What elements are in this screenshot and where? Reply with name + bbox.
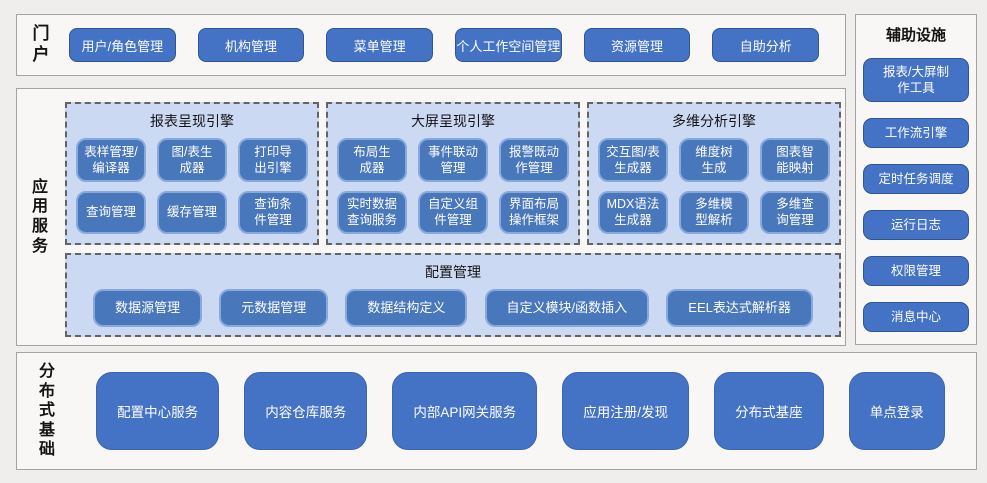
bigscreen-engine-module-box: 报警既动 作管理	[499, 138, 569, 182]
bigscreen-engine-module-box: 自定义组 件管理	[418, 190, 488, 234]
report-engine-module-box: 查询管理	[76, 190, 146, 234]
olap-engine-module-box: 图表智 能映射	[760, 138, 830, 182]
portal-module-box: 用户/角色管理	[69, 28, 176, 62]
portal-button-row: 用户/角色管理机构管理菜单管理个人工作空间管理资源管理自助分析	[69, 28, 845, 62]
report-engine-panel: 报表呈现引擎 表样管理/ 编译器图/表生 成器打印导 出引擎查询管理缓存管理查询…	[65, 102, 319, 245]
portal-module-box: 资源管理	[583, 28, 691, 62]
olap-engine-title: 多维分析引擎	[672, 113, 756, 129]
app-services-content: 报表呈现引擎 表样管理/ 编译器图/表生 成器打印导 出引擎查询管理缓存管理查询…	[65, 89, 845, 345]
report-engine-grid: 表样管理/ 编译器图/表生 成器打印导 出引擎查询管理缓存管理查询条 件管理	[76, 138, 308, 234]
engine-panels-row: 报表呈现引擎 表样管理/ 编译器图/表生 成器打印导 出引擎查询管理缓存管理查询…	[65, 102, 841, 245]
bigscreen-engine-module-box: 实时数据 查询服务	[337, 190, 407, 234]
config-management-panel: 配置管理 数据源管理元数据管理数据结构定义自定义模块/函数插入 EEL表达式解析器	[65, 253, 841, 337]
distributed-module-box: 配置中心服务	[96, 372, 220, 450]
report-engine-module-box: 缓存管理	[157, 190, 227, 234]
report-engine-module-box: 表样管理/ 编译器	[76, 138, 146, 182]
report-engine-module-box: 查询条 件管理	[238, 190, 308, 234]
config-module-box: 元数据管理	[219, 289, 329, 327]
portal-module-box: 机构管理	[197, 28, 305, 62]
portal-module-box: 个人工作空间管理	[455, 28, 562, 62]
olap-engine-module-box: 维度树 生成	[679, 138, 749, 182]
distributed-foundation-row: 配置中心服务内容仓库服务内部API网关服务应用注册/发现分布式基座单点登录	[71, 372, 976, 450]
config-module-box: EEL表达式解析器	[666, 289, 813, 327]
auxiliary-module-box: 定时任务调度	[863, 164, 969, 194]
distributed-module-box: 单点登录	[848, 372, 945, 450]
olap-engine-module-box: 交互图/表 生成器	[598, 138, 668, 182]
portal-module-box: 自助分析	[712, 28, 820, 62]
distributed-foundation-label: 分布式基础	[38, 363, 55, 459]
bigscreen-engine-grid: 布局生 成器事件联动 管理报警既动 作管理实时数据 查询服务自定义组 件管理界面…	[337, 138, 569, 234]
distributed-module-box: 内容仓库服务	[244, 372, 368, 450]
auxiliary-facilities-title: 辅助设施	[885, 27, 946, 44]
bigscreen-engine-module-box: 界面布局 操作框架	[499, 190, 569, 234]
olap-engine-grid: 交互图/表 生成器维度树 生成图表智 能映射 MDX语法 生成器多维模 型解析多维…	[598, 138, 830, 234]
config-module-box: 自定义模块/函数插入	[484, 289, 650, 327]
auxiliary-module-box: 工作流引擎	[863, 118, 969, 148]
auxiliary-module-box: 报表/大屏制 作工具	[863, 58, 969, 102]
portal-module-box: 菜单管理	[326, 28, 434, 62]
report-engine-module-box: 图/表生 成器	[157, 138, 227, 182]
olap-engine-module-box: 多维查 询管理	[760, 190, 830, 234]
app-services-section-label: 应用服务	[31, 178, 48, 255]
distributed-foundation-section: 分布式基础 配置中心服务内容仓库服务内部API网关服务应用注册/发现分布式基座单…	[16, 352, 977, 470]
distributed-module-box: 分布式基座	[714, 372, 824, 450]
config-management-row: 数据源管理元数据管理数据结构定义自定义模块/函数插入 EEL表达式解析器	[76, 289, 830, 327]
auxiliary-module-box: 消息中心	[863, 302, 969, 332]
config-management-title: 配置管理	[425, 264, 481, 280]
auxiliary-facilities-column: 报表/大屏制 作工具工作流引擎定时任务调度运行日志权限管理消息中心	[856, 55, 976, 344]
portal-section: 门户 用户/角色管理机构管理菜单管理个人工作空间管理资源管理自助分析	[16, 14, 846, 76]
bigscreen-engine-module-box: 布局生 成器	[337, 138, 407, 182]
portal-section-label: 门户	[32, 24, 50, 64]
config-module-box: 数据源管理	[93, 289, 203, 327]
bigscreen-engine-title: 大屏呈现引擎	[411, 113, 495, 129]
app-services-section: 应用服务 报表呈现引擎 表样管理/ 编译器图/表生 成器打印导 出引擎查询管理缓…	[16, 88, 846, 346]
olap-engine-module-box: 多维模 型解析	[679, 190, 749, 234]
auxiliary-module-box: 运行日志	[863, 210, 969, 240]
report-engine-title: 报表呈现引擎	[150, 113, 234, 129]
distributed-module-box: 内部API网关服务	[392, 372, 538, 450]
report-engine-module-box: 打印导 出引擎	[238, 138, 308, 182]
olap-engine-module-box: MDX语法 生成器	[598, 190, 668, 234]
auxiliary-facilities-section: 辅助设施 报表/大屏制 作工具工作流引擎定时任务调度运行日志权限管理消息中心	[855, 14, 977, 345]
bigscreen-engine-module-box: 事件联动 管理	[418, 138, 488, 182]
config-module-box: 数据结构定义	[345, 289, 468, 327]
distributed-module-box: 应用注册/发现	[562, 372, 690, 450]
auxiliary-module-box: 权限管理	[863, 256, 969, 286]
bigscreen-engine-panel: 大屏呈现引擎 布局生 成器事件联动 管理报警既动 作管理实时数据 查询服务自定义…	[326, 102, 580, 245]
